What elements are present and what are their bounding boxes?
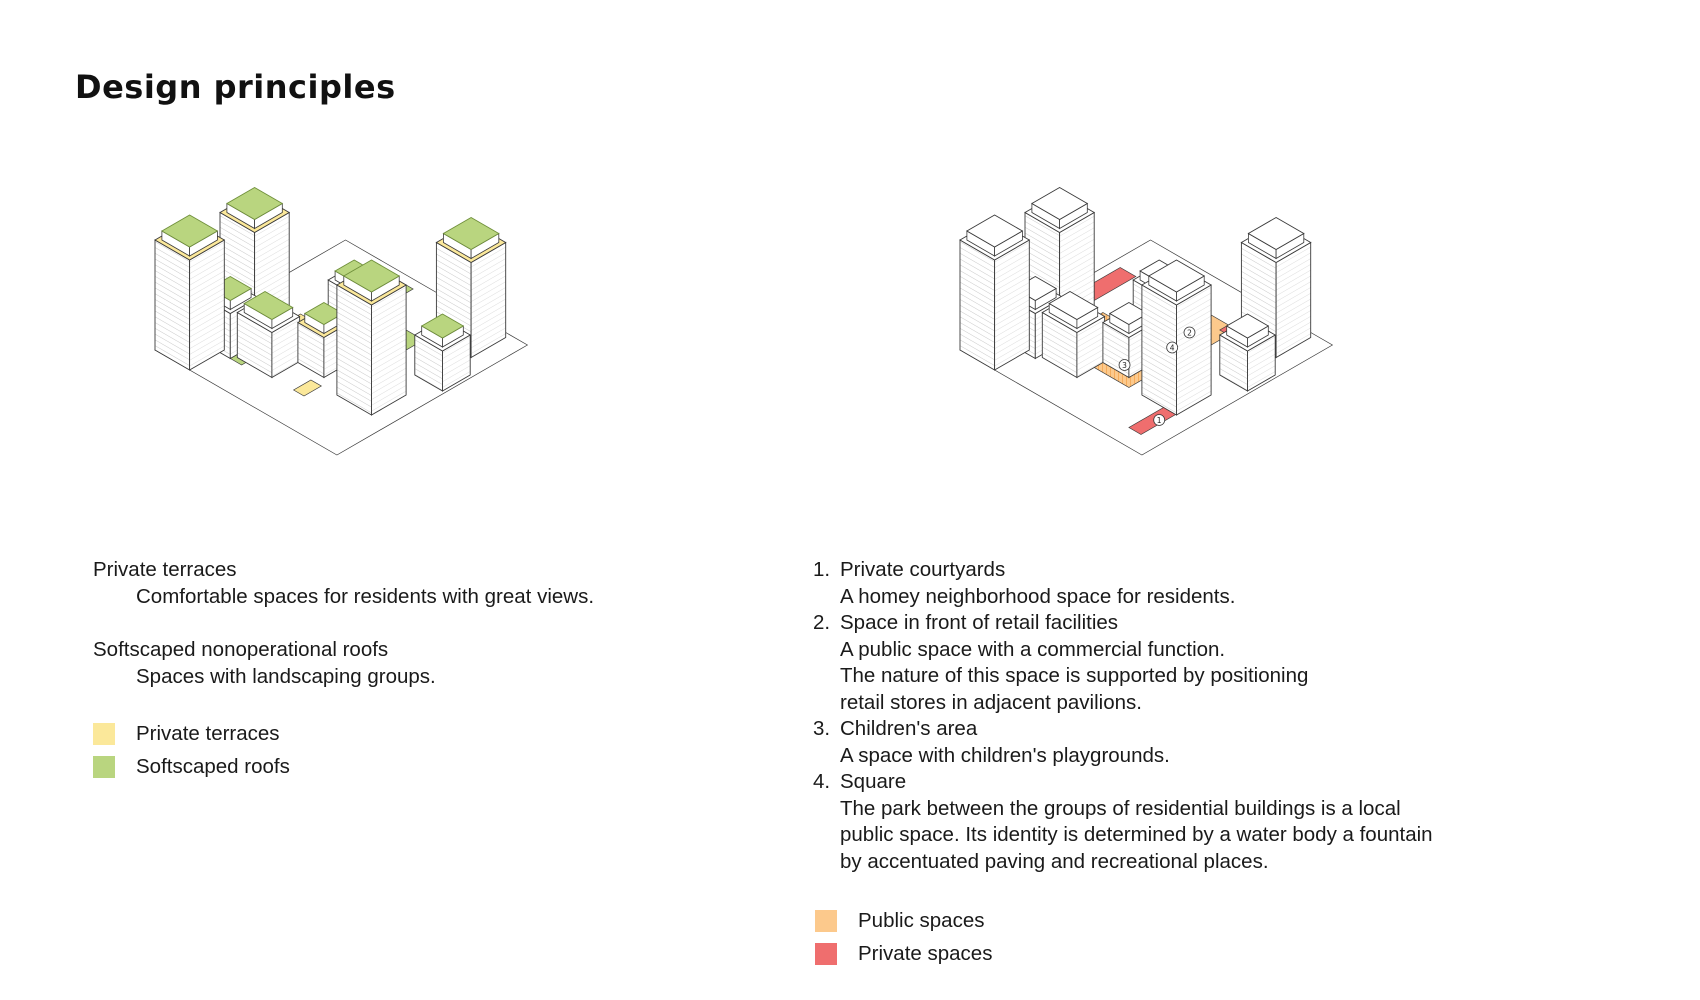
- legend-label: Private terraces: [136, 721, 280, 745]
- item-description: The nature of this space is supported by…: [840, 664, 1309, 687]
- roof-top: [1147, 259, 1206, 293]
- public-spaces-axonometric-diagram: 1 2 3 4: [955, 175, 1375, 535]
- building-facade: [959, 239, 996, 371]
- item-title: Children's area: [840, 717, 978, 740]
- legend-label: Private spaces: [858, 941, 993, 965]
- legend-swatch: [815, 909, 837, 932]
- legend-label: Softscaped roofs: [136, 754, 290, 778]
- marker-label: 4: [1170, 344, 1175, 353]
- building-facade: [336, 284, 372, 416]
- roof-top: [1225, 313, 1270, 339]
- item-title: Private courtyards: [840, 558, 1006, 581]
- marker-circle: [1118, 359, 1131, 371]
- left-principles: Private terraces Comfortable spaces for …: [93, 557, 713, 717]
- building-block: [1141, 259, 1212, 416]
- item-title: Space in front of retail facilities: [840, 611, 1119, 634]
- item-number: 2.: [813, 611, 831, 634]
- right-principles: 1. Private courtyards A homey neighborho…: [813, 557, 1575, 875]
- building-facade: [189, 239, 225, 371]
- legend-label: Public spaces: [858, 908, 985, 932]
- number-marker: 3: [1118, 359, 1131, 371]
- number-marker: 1: [1153, 414, 1166, 426]
- building-block: [1041, 290, 1106, 379]
- green-roof: [161, 214, 219, 248]
- item-description: retail stores in adjacent pavilions.: [840, 690, 1142, 714]
- building-facade: [154, 239, 191, 371]
- legend-item-private-spaces: Private spaces: [815, 937, 992, 970]
- principle-private-terraces: Private terraces Comfortable spaces for …: [93, 557, 713, 610]
- right-legend: Public spaces Private spaces: [815, 904, 992, 970]
- green-roof: [243, 290, 294, 321]
- list-item: 4. Square The park between the groups of…: [813, 769, 1575, 875]
- marker-circle: [1166, 341, 1179, 354]
- number-marker: 2: [1183, 326, 1196, 339]
- building-block: [1218, 313, 1277, 392]
- legend-item-public-spaces: Public spaces: [815, 904, 992, 937]
- legend-swatch: [93, 755, 115, 778]
- principle-description: Comfortable spaces for residents with gr…: [136, 584, 595, 608]
- item-title: Square: [840, 770, 907, 793]
- green-roof: [226, 186, 284, 221]
- list-item: 1. Private courtyards A homey neighborho…: [813, 557, 1575, 610]
- principle-description: Spaces with landscaping groups.: [136, 664, 436, 688]
- item-number: 1.: [813, 558, 831, 581]
- page-title: Design principles: [75, 68, 396, 106]
- item-description: public space. Its identity is determined…: [840, 823, 1433, 846]
- list-item: 2. Space in front of retail facilities A…: [813, 610, 1575, 716]
- item-description: by accentuated paving and recreational p…: [840, 849, 1269, 873]
- principle-softscaped-roofs: Softscaped nonoperational roofs Spaces w…: [93, 637, 713, 690]
- principle-title: Softscaped nonoperational roofs: [93, 638, 389, 661]
- green-roof: [442, 216, 500, 251]
- roof-top: [966, 214, 1024, 248]
- item-number: 4.: [813, 770, 831, 793]
- roof-top: [1048, 290, 1099, 321]
- item-description: A homey neighborhood space for residents…: [840, 584, 1236, 608]
- building-block: [336, 259, 407, 416]
- building-block: [154, 214, 226, 371]
- building-block: [413, 313, 472, 392]
- list-item: 3. Children's area A space with children…: [813, 716, 1575, 769]
- marker-label: 3: [1122, 361, 1127, 370]
- item-description: A space with children's playgrounds.: [840, 743, 1170, 767]
- building-block: [236, 290, 301, 379]
- left-legend: Private terraces Softscaped roofs: [93, 717, 290, 783]
- item-number: 3.: [813, 717, 831, 740]
- number-marker: 4: [1166, 341, 1179, 354]
- legend-swatch: [815, 942, 837, 965]
- building-facade: [1176, 284, 1212, 416]
- marker-label: 2: [1187, 329, 1192, 338]
- marker-label: 1: [1157, 416, 1162, 425]
- roofs-axonometric-diagram: [150, 175, 570, 535]
- building-facade: [371, 284, 407, 416]
- roof-top: [1031, 186, 1089, 221]
- marker-circle: [1183, 326, 1196, 339]
- private-terrace: [292, 379, 322, 397]
- green-roof: [342, 259, 401, 293]
- marker-circle: [1153, 414, 1166, 426]
- legend-swatch: [93, 722, 115, 745]
- principle-title: Private terraces: [93, 558, 237, 581]
- item-description: A public space with a commercial functio…: [840, 637, 1226, 661]
- numbered-principles-list: 1. Private courtyards A homey neighborho…: [813, 557, 1575, 875]
- green-roof: [420, 313, 465, 339]
- building-facade: [994, 239, 1030, 371]
- building-block: [959, 214, 1031, 371]
- roof-top: [1247, 216, 1305, 251]
- item-description: The park between the groups of residenti…: [840, 796, 1401, 820]
- legend-item-softscaped-roofs: Softscaped roofs: [93, 750, 290, 783]
- legend-item-private-terraces: Private terraces: [93, 717, 290, 750]
